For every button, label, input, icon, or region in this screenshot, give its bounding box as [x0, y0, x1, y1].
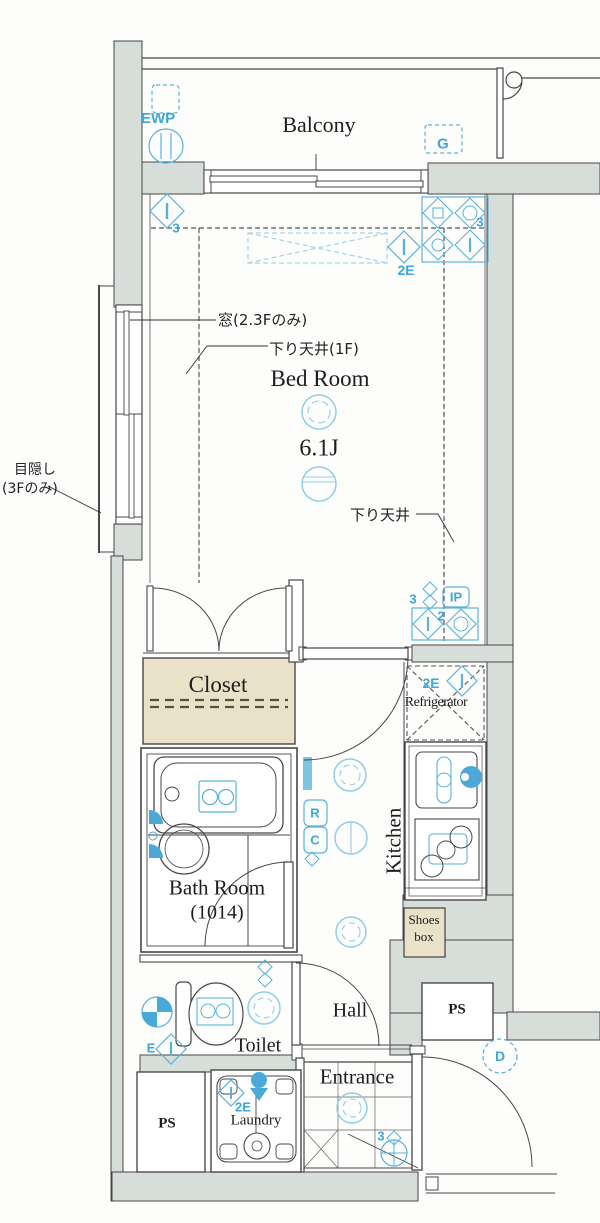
laundry-faucet-icon [250, 1072, 268, 1101]
room-label-entrance: Entrance [319, 1064, 395, 1089]
marker-2e-laundry: 2E [235, 1099, 251, 1115]
marker-2-ip: 2 [437, 608, 445, 624]
leader-lines [47, 319, 455, 543]
annotation-dropped-ceiling-1f: 下り天井(1F) [269, 340, 359, 358]
shoes-box [403, 907, 446, 958]
room-label-laundry: Laundry [230, 1112, 282, 1129]
ps-right-label: PS [448, 1001, 466, 1018]
marker-3-window: 3 [172, 220, 180, 236]
annotation-window: 窓(2.3Fのみ) [218, 311, 308, 329]
shoes-box-label-2: box [414, 929, 434, 944]
marker-3-ip: 3 [409, 591, 417, 607]
bathroom-door [204, 861, 294, 949]
privacy-screen [98, 285, 114, 553]
kitchen-sink [436, 756, 452, 804]
bedroom-lines [149, 194, 486, 645]
bath-faucet-icon [148, 810, 163, 858]
entrance-door [347, 1045, 533, 1171]
room-label-bedroom: Bed Room [270, 366, 370, 391]
room-label-toilet: Toilet [234, 1034, 282, 1057]
side-window [115, 304, 143, 525]
marker-3-entrance: 3 [377, 1128, 385, 1144]
washlet-panel [196, 997, 234, 1026]
ps-left-label: PS [158, 1115, 176, 1132]
annotation-privacy-1: 目隠し [14, 462, 56, 478]
kitchen-counter [403, 662, 487, 901]
room-label-closet: Closet [188, 672, 248, 697]
marker-d: D [494, 1048, 506, 1064]
bath-controls [198, 780, 237, 813]
wall-strip [303, 757, 312, 790]
room-label-hall: Hall [332, 999, 368, 1022]
ceiling-unit-box [247, 232, 388, 264]
marker-ewp: EWP [141, 110, 176, 127]
door-sill [425, 1173, 557, 1194]
ps-right-box [421, 982, 494, 1041]
marker-2e-ceiling: 2E [397, 262, 415, 278]
marker-c: C [310, 832, 320, 848]
shoes-box-label-1: Shoes [408, 912, 440, 927]
refrigerator-label: Refrigerator [404, 695, 468, 710]
bathroom-size: (1014) [190, 901, 244, 924]
annotation-privacy-2: (3Fのみ) [2, 481, 58, 497]
light-fixtures [247, 394, 368, 1124]
kitchen-faucet-icon [460, 766, 482, 788]
refrigerator-box [406, 665, 485, 741]
balcony-window [203, 154, 429, 194]
balcony-edge [142, 57, 600, 159]
room-label-bathroom: Bath Room [168, 875, 266, 900]
ps-left-box [136, 1071, 206, 1173]
marker-3-ac: 3 [476, 214, 484, 230]
annotation-dropped-ceiling: 下り天井 [350, 506, 411, 524]
bedroom-size: 6.1J [299, 435, 339, 462]
bedroom-door [298, 646, 413, 761]
closet-box [142, 652, 296, 745]
blue-markers [141, 84, 518, 1167]
closet-doors [146, 585, 293, 652]
marker-e: E [146, 1040, 156, 1056]
room-label-kitchen: Kitchen [381, 807, 406, 875]
stove [420, 825, 473, 878]
marker-ip: IP [449, 589, 463, 605]
marker-g: G [437, 135, 449, 153]
marker-2e-fridge: 2E [422, 675, 440, 691]
marker-r: R [310, 805, 320, 821]
room-label-balcony: Balcony [282, 112, 356, 137]
